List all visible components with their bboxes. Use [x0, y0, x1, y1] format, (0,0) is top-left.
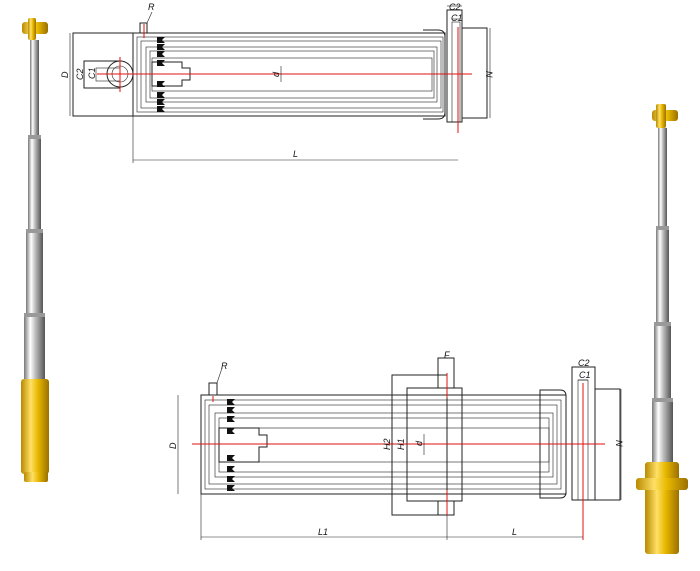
label-D: D [60, 71, 70, 78]
cylinder-photo-right [636, 104, 688, 554]
label-d: d [414, 440, 424, 446]
label-C1-end: C1 [451, 13, 463, 23]
label-F: F [444, 350, 450, 360]
label-L: L [512, 527, 517, 537]
label-C1: C1 [579, 370, 591, 380]
label-C2-end: C2 [449, 2, 461, 12]
label-D: D [168, 442, 178, 449]
side-view-drawing: R D F H2 H1 d N L1 L C2 C1 [168, 350, 624, 540]
label-C2: C2 [75, 68, 85, 80]
label-C1: C1 [87, 67, 97, 79]
label-H1: H1 [396, 438, 406, 450]
label-L: L [293, 149, 298, 159]
label-R: R [148, 2, 155, 12]
label-R: R [221, 361, 228, 371]
label-L1: L1 [318, 527, 328, 537]
cylinder-photo-left [21, 18, 49, 482]
label-N: N [614, 440, 624, 447]
label-N: N [484, 71, 494, 78]
top-view-drawing: R D C2 C1 d N L C2 C1 [60, 2, 494, 163]
label-C2: C2 [578, 358, 590, 368]
label-d: d [271, 71, 281, 77]
label-H2: H2 [382, 438, 392, 450]
